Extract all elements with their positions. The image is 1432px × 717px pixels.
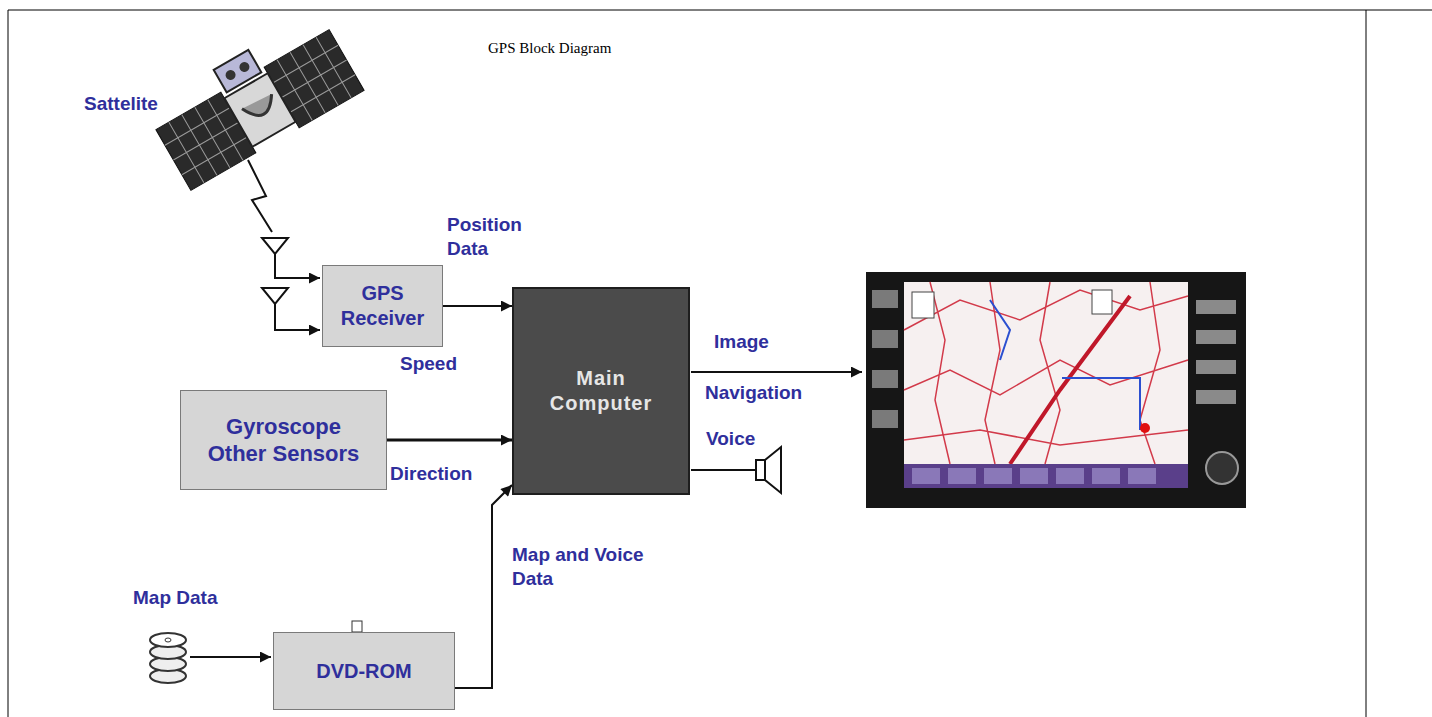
satellite-label-holder: Sattelite (84, 92, 184, 116)
signal-bolt (248, 160, 272, 232)
map-icon (1092, 290, 1112, 314)
display-button (872, 330, 898, 348)
map-route (990, 300, 1140, 430)
speaker-symbol (765, 447, 781, 493)
signal-arrow (455, 485, 512, 688)
display-button (1196, 300, 1236, 314)
map-highway (1010, 296, 1130, 464)
disk-stack (150, 633, 186, 683)
display-button (1196, 360, 1236, 374)
edge-label-holder: Speed (400, 352, 490, 376)
edge-label-holder: Map and Voice Data (512, 543, 662, 591)
signal-label: Position Data (447, 213, 547, 261)
disk-hole (165, 638, 171, 642)
frame-line (8, 10, 9, 717)
output-label: Navigation (705, 381, 835, 405)
display-button (1196, 390, 1236, 404)
signal-label: Direction (390, 462, 490, 486)
antenna-symbol (262, 288, 288, 304)
voice-wire (691, 469, 755, 471)
image-arrow (691, 371, 862, 373)
satellite-module (214, 50, 262, 93)
satellite-icon (144, 10, 364, 191)
signal-label-holder: Direction (390, 462, 490, 486)
antenna-wire (275, 254, 320, 278)
map-position (1140, 423, 1150, 433)
sensor-box: Gyroscope Other Sensors (180, 390, 387, 490)
frame-line (8, 10, 1432, 11)
storage-box: DVD-ROM (273, 632, 455, 710)
node-text: DVD-ROM (316, 659, 412, 684)
display-button (1196, 330, 1236, 344)
title-holder: GPS Block Diagram (488, 40, 611, 57)
display-housing (866, 272, 1246, 508)
display-button (872, 370, 898, 388)
satellite-lens (238, 60, 252, 74)
signal-arrow (387, 439, 512, 442)
satellite-label: Sattelite (84, 92, 184, 116)
signal-label: Map and Voice Data (512, 543, 662, 591)
display-dial (1206, 452, 1238, 484)
speaker-symbol (756, 460, 765, 480)
drive-tab (352, 621, 362, 632)
output-label-holder: Image (714, 330, 804, 354)
antenna-wire (275, 304, 320, 330)
menu-buttons (912, 468, 1156, 484)
source-label-holder: Map Data (133, 586, 253, 610)
frame-line (1366, 10, 1367, 717)
satellite-lens (224, 68, 238, 82)
disk-arrow (190, 656, 271, 658)
navigation-display (866, 272, 1246, 508)
satellite-dish (242, 92, 278, 122)
node-text: GPS Receiver (333, 281, 433, 331)
map-icon (912, 292, 934, 318)
diagram-title: GPS Block Diagram (488, 40, 611, 57)
output-label: Image (714, 330, 804, 354)
signal-label: Speed (400, 352, 490, 376)
source-label: Map Data (133, 586, 253, 610)
output-label: Voice (706, 427, 796, 451)
display-screen (904, 282, 1188, 464)
node-text: Gyroscope Other Sensors (201, 413, 366, 468)
display-menu-bar (904, 464, 1188, 488)
display-button (872, 290, 898, 308)
edge-label-holder: Position Data (447, 213, 547, 261)
node-text: Main Computer (545, 366, 657, 416)
disk (150, 633, 186, 647)
computer-box: Main Computer (512, 287, 690, 495)
signal-arrow (443, 305, 512, 307)
output-label-holder: Voice (706, 427, 796, 451)
process-box: GPS Receiver (322, 265, 443, 347)
antenna-symbol (262, 238, 288, 254)
output-label-holder: Navigation (705, 381, 835, 405)
display-button (872, 410, 898, 428)
map-roads (904, 282, 1188, 464)
